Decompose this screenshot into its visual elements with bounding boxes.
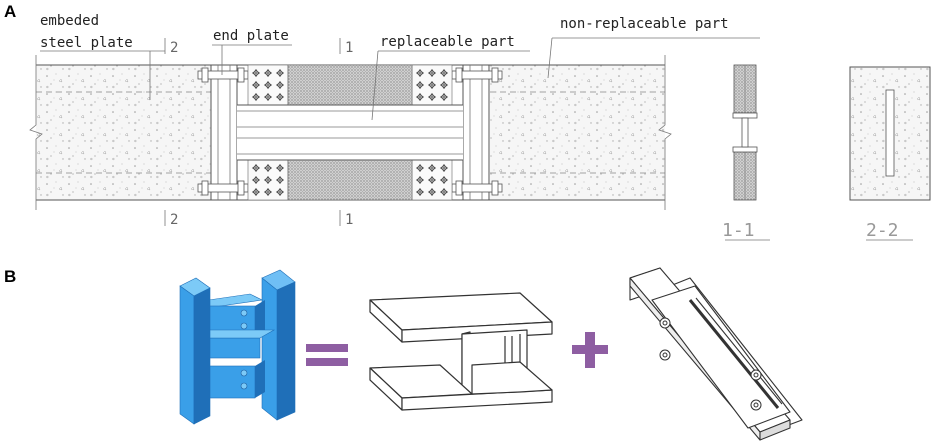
bolt-mark	[440, 164, 448, 172]
cut-mark-1-top: 1	[345, 40, 353, 56]
section-2-2: 2-2	[849, 66, 931, 241]
annotations: embeded steel plate end plate replaceabl…	[40, 13, 760, 121]
bolt-mark	[252, 164, 260, 172]
bolt-mark	[416, 69, 424, 77]
end-plate-assembly-isometric	[629, 267, 803, 441]
bolt-mark	[428, 176, 436, 184]
bolt-mark	[276, 81, 284, 89]
bolt-mark	[252, 81, 260, 89]
cut-mark-1-bottom: 1	[345, 212, 353, 228]
left-end-plate	[210, 64, 238, 201]
label-embedded-line2: steel plate	[40, 35, 133, 51]
bolt-mark	[440, 81, 448, 89]
left-concrete-wall	[36, 65, 211, 200]
cut-mark-2-top: 2	[170, 40, 178, 56]
bolt-mark	[264, 176, 272, 184]
bolt-mark	[264, 164, 272, 172]
bolt-mark	[416, 93, 424, 101]
bolt-mark	[428, 93, 436, 101]
equals-operator	[306, 344, 348, 366]
right-end-plate	[462, 64, 490, 201]
bolt-mark	[276, 164, 284, 172]
bolt-mark	[264, 69, 272, 77]
assembled-model-3d	[179, 269, 296, 425]
bolt-grid-plates	[247, 64, 453, 201]
replaceable-hatch-top	[287, 64, 413, 106]
panel-letter-a: A	[4, 2, 16, 21]
bolt-mark	[428, 164, 436, 172]
bolt-mark	[264, 188, 272, 196]
plus-operator	[572, 332, 608, 368]
i-beam-isometric	[369, 292, 553, 411]
bolt-mark	[428, 188, 436, 196]
label-non-replaceable-part: non-replaceable part	[560, 16, 729, 32]
section-1-1: 1-1	[722, 64, 770, 241]
bolt-mark	[428, 69, 436, 77]
bolt-mark	[264, 81, 272, 89]
bolt-mark	[276, 93, 284, 101]
bolt-mark	[252, 93, 260, 101]
replaceable-hatch-bottom	[287, 159, 413, 201]
bolt-mark	[252, 188, 260, 196]
right-concrete-wall	[490, 65, 665, 200]
bolt-mark	[276, 69, 284, 77]
section-2-2-label: 2-2	[866, 220, 899, 241]
cut-mark-2-bottom: 2	[170, 212, 178, 228]
section-1-1-label: 1-1	[722, 220, 755, 241]
bolt-mark	[440, 188, 448, 196]
bolt-mark	[276, 176, 284, 184]
label-end-plate: end plate	[213, 28, 289, 44]
bolt-mark	[416, 188, 424, 196]
bolt-mark	[428, 81, 436, 89]
bolt-mark	[440, 176, 448, 184]
bolt-mark	[440, 93, 448, 101]
label-embedded-line1: embeded	[40, 13, 99, 29]
cut-marks: 2 1 2 1	[164, 38, 353, 228]
bolt-mark	[264, 93, 272, 101]
bolt-mark	[440, 69, 448, 77]
bolt-mark	[276, 188, 284, 196]
panel-letter-b: B	[4, 267, 16, 286]
bolt-mark	[252, 176, 260, 184]
elevation-drawing	[29, 55, 672, 210]
bolt-mark	[416, 176, 424, 184]
bolt-mark	[252, 69, 260, 77]
bolt-mark	[416, 81, 424, 89]
bolt-mark	[416, 164, 424, 172]
label-replaceable-part: replaceable part	[380, 34, 515, 50]
